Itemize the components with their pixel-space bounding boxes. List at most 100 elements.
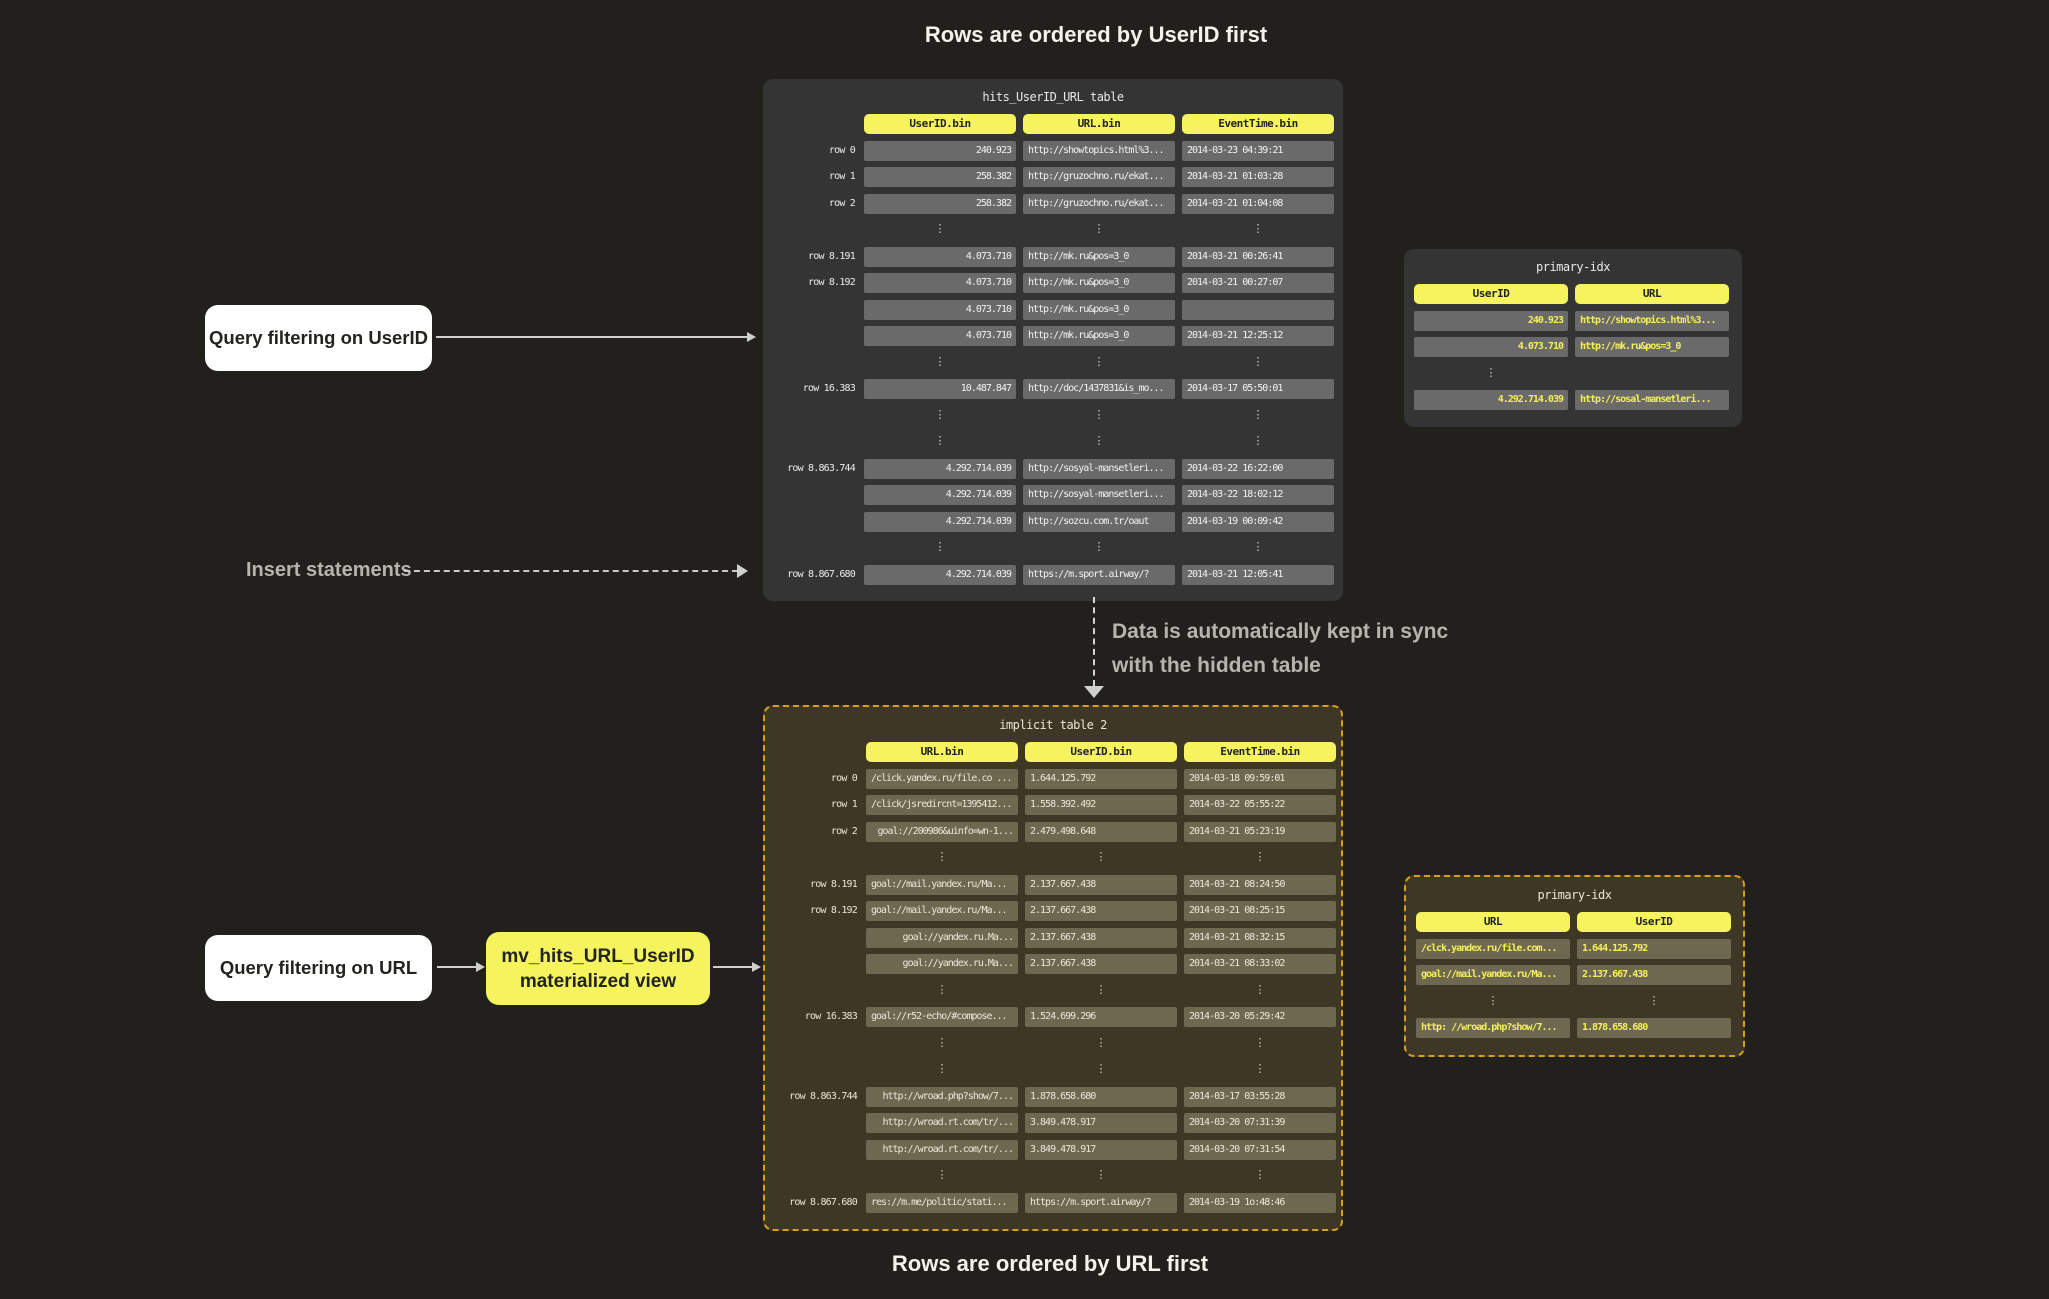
table-title: primary-idx — [1537, 888, 1612, 902]
row-label — [775, 1060, 859, 1080]
table-cell — [1182, 299, 1334, 320]
table-cell: 1.558.392.492 — [1025, 795, 1177, 815]
ellipsis-row: ⋮ — [1414, 364, 1732, 384]
row-label — [773, 432, 857, 452]
query-filtering-url-box: Query filtering on URL — [205, 935, 432, 1001]
table-cell: 4.073.710 — [1414, 337, 1568, 357]
insert-statements-arrow — [404, 570, 738, 572]
ellipsis-row: ⋮⋮⋮ — [773, 353, 1333, 373]
table-cell: goal://yandex.ru.Ma... — [866, 927, 1018, 948]
mv-to-table-arrow — [713, 966, 753, 968]
table-cell: 240.923 — [864, 140, 1016, 161]
table-cell: https://m.sport.airway/? — [1025, 1192, 1177, 1213]
ellipsis-separator: ⋮ — [1093, 222, 1105, 235]
table-cell: /click.yandex.ru/file.co ... — [866, 768, 1018, 789]
ellipsis-separator: ⋮ — [1254, 1062, 1266, 1075]
table-cell: 2014-03-22 05:55:22 — [1184, 795, 1336, 815]
row-label: row 1 — [828, 171, 856, 182]
row-label — [773, 485, 857, 505]
row-label — [775, 848, 859, 868]
ellipsis-row: ⋮⋮⋮ — [775, 1060, 1331, 1080]
table-cell: 2.137.667.438 — [1577, 965, 1731, 985]
row-label: row 8.192 — [808, 277, 856, 288]
ellipsis-separator: ⋮ — [1095, 1168, 1107, 1181]
table-cell: goal://mail.yandex.ru/Ma... — [866, 901, 1018, 921]
row-label: row 8.867.680 — [787, 568, 856, 580]
column-header: EventTime.bin — [1182, 114, 1334, 134]
row-label — [773, 353, 857, 373]
table-title: hits_UserID_URL table — [982, 90, 1124, 104]
table-row: goal://mail.yandex.ru/Ma...2.137.667.438 — [1416, 965, 1733, 985]
ellipsis-separator: ⋮ — [1254, 850, 1266, 863]
table-row: /clck.yandex.ru/file.com...1.644.125.792 — [1416, 938, 1733, 959]
row-label: row 16.383 — [802, 383, 856, 394]
ellipsis-row: ⋮⋮⋮ — [775, 1034, 1331, 1054]
ellipsis-separator: ⋮ — [936, 1062, 948, 1075]
table-cell: 2.137.667.438 — [1025, 927, 1177, 948]
ellipsis-separator: ⋮ — [934, 222, 946, 235]
table-cell: 4.292.714.039 — [864, 564, 1016, 585]
ellipsis-row: ⋮⋮⋮ — [773, 432, 1333, 452]
table-cell: 2014-03-20 07:31:54 — [1184, 1139, 1336, 1160]
sync-note-line2: with the hidden table — [1112, 654, 1321, 677]
table-cell: 1.878.658.680 — [1577, 1018, 1731, 1038]
ellipsis-separator: ⋮ — [1095, 850, 1107, 863]
materialized-view-subtitle: materialized view — [519, 970, 677, 992]
table-row: http: //wroad.php?show/7... 1.878.658.680 — [1416, 1018, 1733, 1038]
query-filtering-url-label: Query filtering on URL — [219, 957, 418, 978]
table-cell: http://wroad.rt.com/tr/... — [866, 1113, 1018, 1133]
insert-statements-arrowhead-icon — [737, 564, 748, 578]
bottom-caption: Rows are ordered by URL first — [891, 1251, 1209, 1276]
row-label — [775, 1113, 859, 1133]
row-label — [775, 1166, 859, 1186]
table-cell: http://doc/1437831&is_mo... — [1023, 379, 1175, 399]
row-label: row 16.383 — [804, 1011, 858, 1022]
ellipsis-separator — [1575, 364, 1729, 384]
row-label — [773, 300, 857, 320]
table-cell: http: //wroad.php?show/7... — [1416, 1018, 1570, 1038]
row-label: row 0 — [828, 144, 856, 156]
table-cell: 2014-03-21 00:26:41 — [1182, 246, 1334, 267]
row-label: row 8.867.680 — [789, 1196, 858, 1208]
table-cell: 2014-03-21 08:24:50 — [1184, 874, 1336, 895]
table-title: primary-idx — [1536, 260, 1610, 274]
table-cell: http://mk.ru&pos=3_0 — [1023, 299, 1175, 320]
table-cell: 2014-03-21 01:04:08 — [1182, 193, 1334, 214]
table-cell: res://m.me/politic/stati... — [866, 1192, 1018, 1213]
ellipsis-separator: ⋮ — [936, 1035, 948, 1049]
materialized-view-name: mv_hits_URL_UserID — [501, 945, 695, 967]
mv-to-table-arrowhead-icon — [752, 962, 761, 972]
ellipsis-separator: ⋮ — [936, 1168, 948, 1181]
table-cell: 4.073.710 — [864, 299, 1016, 320]
row-label: row 2 — [830, 825, 858, 837]
ellipsis-separator: ⋮ — [1487, 993, 1499, 1007]
row-label: row 2 — [828, 197, 856, 209]
table-cell: http://showtopics.html%3... — [1023, 140, 1175, 161]
column-header: UserID — [1414, 284, 1568, 304]
table-cell: 3.849.478.917 — [1025, 1139, 1177, 1160]
ellipsis-separator: ⋮ — [1648, 993, 1660, 1007]
row-label — [775, 1034, 859, 1054]
table-cell: 2014-03-21 12:25:12 — [1182, 326, 1334, 346]
table-cell: 2014-03-21 00:27:07 — [1182, 273, 1334, 293]
table-cell: 2014-03-18 09:59:01 — [1184, 768, 1336, 789]
insert-statements-label: Insert statements — [246, 559, 412, 581]
table-cell: http://mk.ru&pos=3_0 — [1023, 326, 1175, 346]
